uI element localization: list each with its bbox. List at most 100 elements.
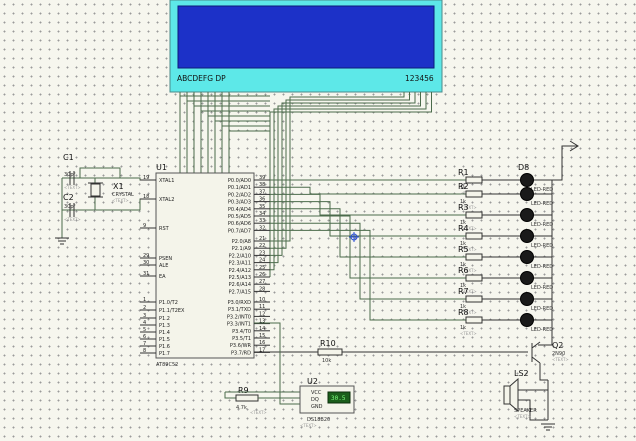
capacitor-c2[interactable]: C2 30pf <TEXT> [63,193,81,222]
c1-ref: C1 [63,153,74,162]
pin-label: P1.3 [159,323,170,329]
pin-label: P1.0/T2 [159,300,178,306]
led-label: LED-RED [531,222,553,228]
led-1[interactable]: LED-RED [520,173,554,194]
pin-number: 15 [259,333,265,339]
led-8[interactable]: LED-RED [520,313,554,334]
lcd-seg-wire-route [193,92,270,107]
c1-value: 30pf [64,172,76,178]
sensor-u2[interactable]: U2 VCC DQ GND 30.5 DS18B20 <TEXT> [299,377,355,428]
r10-value: 10k [322,358,331,364]
led-5[interactable]: LED-RED [520,250,554,271]
speaker-ls2[interactable]: LS2 SPEAKER <TEXT> [503,369,555,431]
led-6[interactable]: LED-RED [520,271,554,292]
lcd-display[interactable]: ABCDEFG DP 123456 [169,0,443,93]
pin-number: 8 [143,348,146,354]
led-7[interactable]: LED-RED [520,292,554,313]
pin-number: 4 [143,320,146,326]
resistor-bank: R11k<TEXT>R21k<TEXT>R31k<TEXT>R41k<TEXT>… [458,168,520,336]
lcd-seg-wire-route [228,92,270,132]
resistor-r9[interactable]: R9 4.7k <TEXT> [224,386,300,415]
pin-label: P2.6/A14 [229,282,251,288]
led-2[interactable]: LED-RED [520,187,554,208]
resistor-text: <TEXT> [460,247,477,252]
pin-number: 30 [143,260,149,266]
pin-label: RST [159,226,170,232]
resistor-value: 1k [460,304,466,310]
resistor-value: 1k [460,262,466,268]
pin-label: P2.4/A12 [229,268,251,274]
capacitor-c1[interactable]: C1 30pf <TEXT> [63,153,81,190]
pin-number: 16 [259,340,265,346]
pin-number: 2 [143,305,146,311]
resistor-ref: R7 [458,287,469,296]
led-3[interactable]: LED-RED [520,208,554,229]
pin-label: P0.0/AD0 [228,178,251,184]
resistor-r5[interactable]: R5 1k <TEXT> [458,245,520,273]
pin-label: P3.2/INT0 [227,314,251,320]
pin-number: 22 [259,243,265,249]
x1-ref: X1 [113,182,124,191]
port-wire [270,193,466,216]
crystal-x1[interactable]: X1 CRYSTAL <TEXT> [88,182,134,203]
pin-label: P0.7/AD7 [228,228,251,234]
resistor-value: 1k [460,241,466,247]
transistor-q2[interactable]: Q2 2N90 <TEXT> [531,341,569,381]
pin-label: P1.4 [159,330,170,336]
pin-number: 11 [259,304,265,310]
x1-text: <TEXT> [112,198,129,203]
pin-label: P2.0/A8 [232,239,251,245]
resistor-r10[interactable]: R10 10k [254,339,528,364]
u2-text: <TEXT> [300,423,317,428]
pin-label: P1.7 [159,351,170,357]
c2-value: 30pf [64,204,76,210]
resistor-ref: R5 [458,245,469,254]
lcd-seg-wire-route [186,92,270,102]
led-4[interactable]: LED-RED [520,229,554,250]
